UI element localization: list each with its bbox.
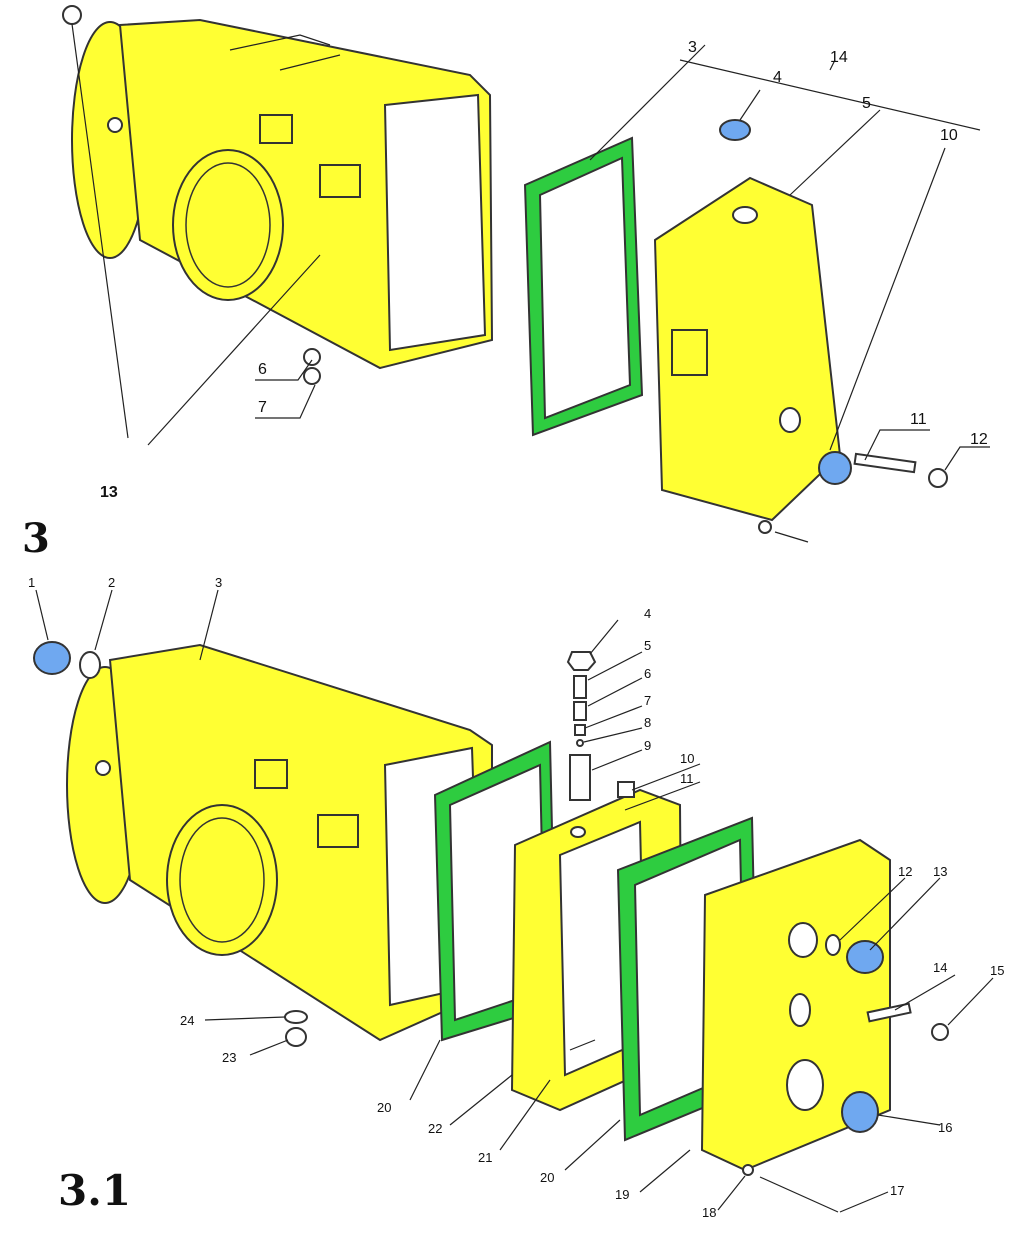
callout-5: 5 <box>644 638 651 653</box>
callout-23: 23 <box>222 1050 236 1065</box>
callout-11: 11 <box>910 411 927 428</box>
callout-7: 7 <box>258 399 267 416</box>
stud-14 <box>866 1002 912 1023</box>
callout-18: 18 <box>702 1205 716 1220</box>
callout-22: 22 <box>428 1121 442 1136</box>
housing-9 <box>569 754 591 801</box>
nut-12 <box>928 468 948 488</box>
stud-11 <box>853 452 917 474</box>
callout-14: 14 <box>830 49 848 66</box>
plug-13 <box>846 940 884 974</box>
housing-window <box>383 93 487 352</box>
callout-7: 7 <box>644 693 651 708</box>
figure-3: 3 4 5 10 11 12 14 6 7 13 3 <box>22 5 990 562</box>
callout-16: 16 <box>938 1120 952 1135</box>
callout-5: 5 <box>862 95 871 112</box>
callouts-3-1: 1 2 3 4 5 6 7 8 9 10 11 12 13 14 15 16 1… <box>28 575 1004 1220</box>
seal-4 <box>719 119 751 141</box>
callout-8: 8 <box>644 715 651 730</box>
seal-ring-2 <box>79 651 101 679</box>
bushing <box>818 451 852 485</box>
cover-5 <box>653 176 842 522</box>
plug-7 <box>303 367 321 385</box>
figure-number-3-1: 3.1 <box>58 1166 131 1215</box>
nut-15 <box>931 1023 949 1041</box>
callout-4: 4 <box>773 69 782 86</box>
callout-11: 11 <box>680 771 694 786</box>
callout-13: 13 <box>933 864 947 879</box>
callout-10: 10 <box>680 751 694 766</box>
callout-13: 13 <box>100 484 118 501</box>
callout-3: 3 <box>215 575 222 590</box>
figure-3-1: 1 2 3 4 5 6 7 8 9 10 11 12 13 14 15 16 1… <box>28 575 1004 1220</box>
callout-4: 4 <box>644 606 651 621</box>
bolt-10 <box>617 781 635 798</box>
callout-12: 12 <box>898 864 912 879</box>
gasket-3 <box>523 136 644 437</box>
figure-number-3: 3 <box>22 515 50 562</box>
nut-4 <box>566 651 597 671</box>
spring-5 <box>573 675 587 699</box>
bushing-16 <box>841 1091 879 1133</box>
callout-20-rear: 20 <box>540 1170 554 1185</box>
callout-12: 12 <box>970 431 988 448</box>
callout-10: 10 <box>940 127 958 144</box>
washer-24 <box>284 1010 308 1024</box>
callout-3: 3 <box>688 39 697 56</box>
plug-23 <box>285 1027 307 1047</box>
transmission-housing <box>71 18 494 370</box>
callout-15: 15 <box>990 963 1004 978</box>
callout-6: 6 <box>258 361 267 378</box>
callout-1: 1 <box>28 575 35 590</box>
spring-6 <box>573 701 587 721</box>
washer-6 <box>303 348 321 366</box>
callout-19: 19 <box>615 1187 629 1202</box>
plunger-7 <box>574 724 586 736</box>
o-ring <box>62 5 82 25</box>
nut-18 <box>742 1164 754 1176</box>
ball-8 <box>576 739 584 747</box>
callout-6: 6 <box>644 666 651 681</box>
callout-17: 17 <box>890 1183 904 1198</box>
transmission-housing <box>66 643 493 1042</box>
callout-24: 24 <box>180 1013 194 1028</box>
callout-14: 14 <box>933 960 947 975</box>
callout-9: 9 <box>644 738 651 753</box>
cover-19 <box>700 838 891 1172</box>
washer-12 <box>825 934 841 956</box>
bushing-1 <box>33 641 71 675</box>
bolt-17 <box>759 1176 839 1213</box>
callout-21: 21 <box>478 1150 492 1165</box>
callout-20-front: 20 <box>377 1100 391 1115</box>
callout-2: 2 <box>108 575 115 590</box>
